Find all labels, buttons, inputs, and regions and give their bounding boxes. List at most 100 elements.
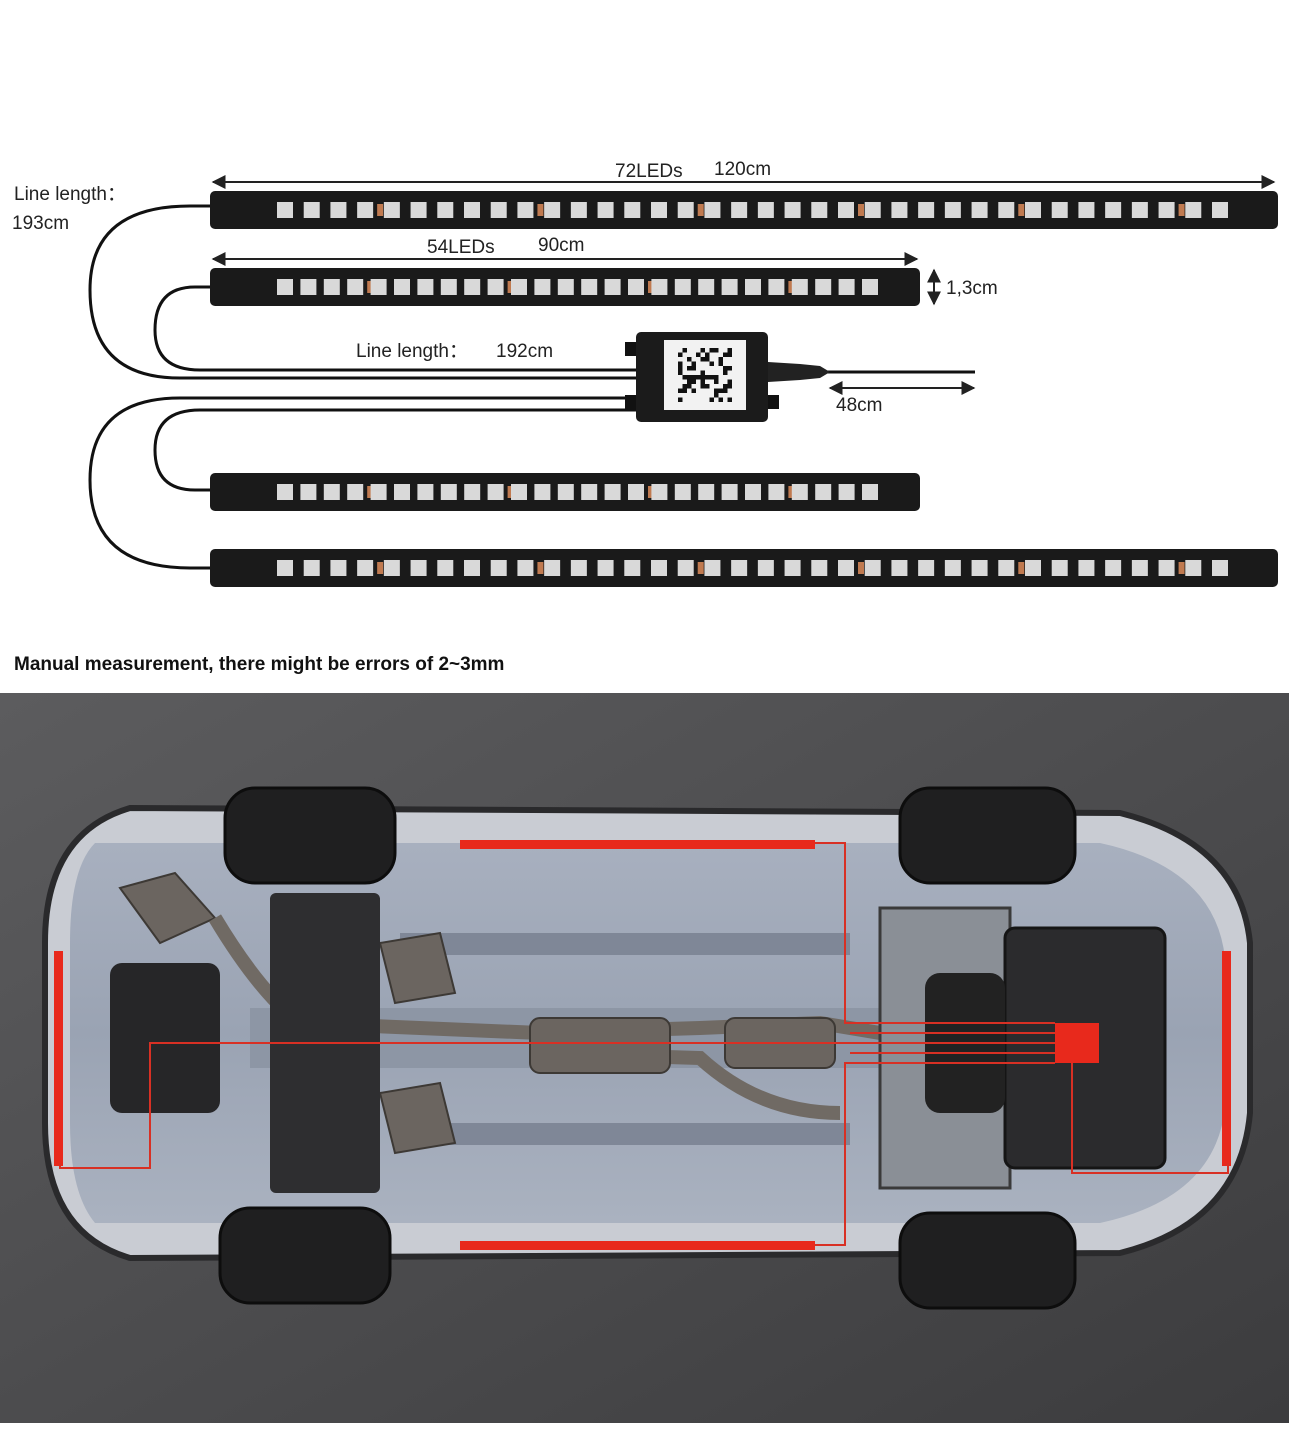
led-chip	[347, 279, 364, 295]
measurement-note: Manual measurement, there might be error…	[14, 654, 505, 675]
dc-plug-icon	[768, 362, 830, 382]
qr-module	[723, 384, 728, 389]
qr-module	[700, 370, 705, 375]
led-chip	[1105, 202, 1122, 218]
qr-module	[714, 393, 719, 398]
resistor	[1018, 562, 1025, 574]
led-chip	[597, 560, 614, 576]
exhaust-system	[118, 871, 882, 1155]
qr-module	[727, 397, 732, 402]
led-chip	[721, 279, 738, 295]
led-chip	[383, 560, 400, 576]
qr-module	[723, 366, 728, 371]
led-chip	[330, 560, 347, 576]
led-chip	[347, 484, 364, 500]
led-chip	[918, 560, 935, 576]
led-chip	[410, 560, 427, 576]
led-chip	[864, 202, 881, 218]
qr-module	[700, 384, 705, 389]
qr-module	[700, 379, 705, 384]
tires	[218, 786, 1077, 1310]
qr-module	[696, 352, 701, 357]
led-chip	[437, 202, 454, 218]
led-chip	[604, 484, 621, 500]
led-chip	[394, 484, 410, 500]
strip-long-length: 120cm	[714, 159, 771, 180]
led-chip	[838, 202, 854, 218]
led-chip	[674, 279, 691, 295]
led-strip-1	[210, 191, 1278, 229]
qr-module	[709, 397, 714, 402]
led-chip	[1158, 202, 1175, 218]
led-chip	[838, 484, 855, 500]
led-chip	[604, 279, 621, 295]
line-length-mid-label: Line length：	[356, 341, 468, 362]
led-chip	[544, 560, 561, 576]
qr-module	[696, 375, 701, 380]
resistor	[697, 562, 704, 574]
resistor	[507, 486, 514, 498]
qr-module	[678, 352, 683, 357]
led-chip	[624, 202, 641, 218]
led-chip	[677, 560, 694, 576]
controller-position	[1055, 1023, 1099, 1063]
underglow-strip-side-top	[460, 840, 815, 849]
led-chip	[417, 484, 434, 500]
qr-module	[723, 370, 728, 375]
led-chip	[511, 279, 527, 295]
led-chip	[918, 202, 935, 218]
resistor	[367, 486, 374, 498]
led-chip	[300, 484, 317, 500]
resistor	[697, 204, 704, 216]
led-chip	[370, 279, 387, 295]
led-chip	[440, 484, 457, 500]
qr-module	[691, 388, 696, 393]
led-strip-4	[210, 549, 1278, 587]
led-chip	[1025, 202, 1041, 218]
qr-module	[687, 357, 692, 362]
led-chip	[791, 279, 808, 295]
underglow-strip-side-bottom	[460, 1241, 815, 1250]
qr-module	[687, 375, 692, 380]
qr-module	[700, 375, 705, 380]
led-chip	[838, 279, 855, 295]
led-chip	[704, 202, 721, 218]
qr-module	[714, 379, 719, 384]
resistor	[367, 281, 374, 293]
resistor	[377, 562, 384, 574]
led-chip	[1131, 560, 1148, 576]
led-chip	[704, 560, 721, 576]
led-chip	[721, 484, 738, 500]
led-chip	[745, 484, 761, 500]
led-chip	[570, 202, 587, 218]
led-chip	[651, 202, 667, 218]
led-chip	[464, 560, 480, 576]
led-chip	[624, 560, 641, 576]
resistor	[377, 204, 384, 216]
led-chip	[971, 202, 988, 218]
resistor	[537, 562, 544, 574]
led-chip	[440, 279, 457, 295]
line-length-top-value: 193cm	[12, 213, 69, 234]
underglow-strip-front	[1222, 951, 1231, 1166]
cables	[88, 204, 975, 570]
qr-code-icon	[678, 348, 732, 402]
led-chip	[628, 279, 644, 295]
qr-module	[727, 348, 732, 353]
led-chip	[757, 202, 774, 218]
qr-module	[687, 366, 692, 371]
led-strip-2	[210, 268, 920, 306]
led-chip	[534, 484, 551, 500]
qr-module	[682, 384, 687, 389]
led-chip	[628, 484, 644, 500]
strip-short-led-count: 54LEDs	[427, 237, 495, 258]
led-chip	[464, 484, 481, 500]
led-chip	[891, 202, 908, 218]
cable-strip-2	[153, 285, 640, 372]
led-chip	[768, 484, 785, 500]
led-chip	[581, 484, 598, 500]
led-chip	[303, 202, 320, 218]
qr-module	[718, 361, 723, 366]
led-chip	[1078, 202, 1095, 218]
led-chip	[487, 484, 504, 500]
